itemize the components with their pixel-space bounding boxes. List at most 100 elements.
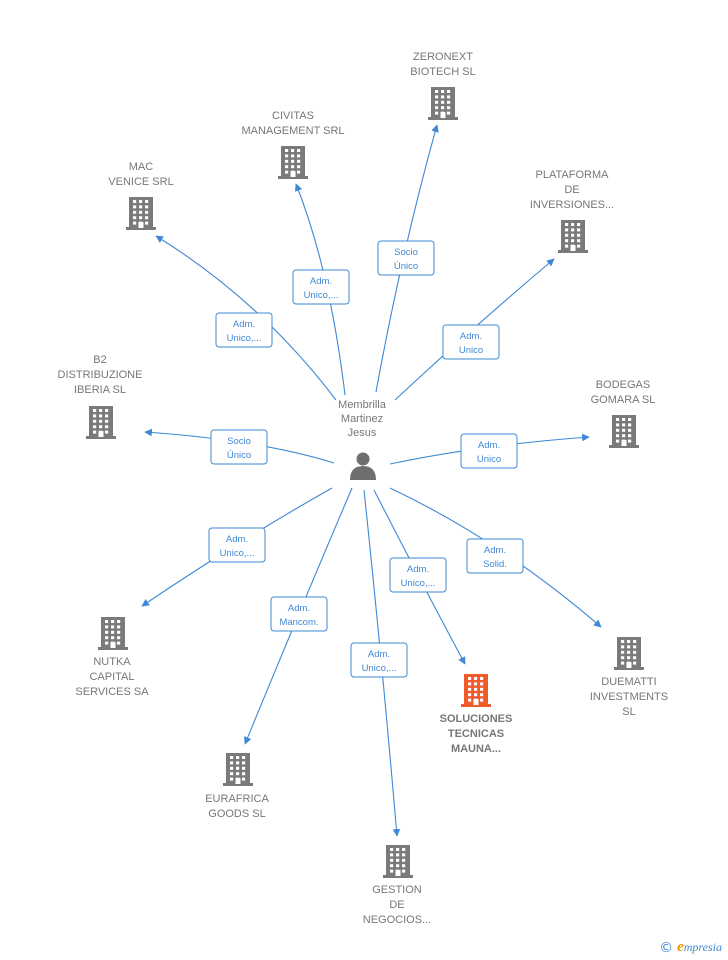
brand-logo-initial: e [677, 939, 684, 955]
node-label-line: GOODS SL [208, 808, 265, 820]
edge-duematti[interactable]: Adm.Solid. [389, 487, 602, 628]
edge-mac[interactable]: Adm. Unico,... [155, 235, 337, 401]
role-badge[interactable]: Adm.Solid. [466, 538, 524, 574]
role-badge[interactable]: Adm.Unico,... [389, 557, 447, 593]
person-name-line: Jesus [348, 427, 377, 439]
role-badge-text: Unico [459, 345, 483, 356]
edge-line [155, 235, 337, 401]
node-label-line: ZERONEXT [413, 51, 473, 63]
edge-civitas[interactable]: Adm. Unico,... [292, 183, 350, 396]
node-label-line: CIVITAS [272, 110, 314, 122]
node-label-line: IBERIA SL [74, 384, 126, 396]
building-icon[interactable] [223, 753, 253, 786]
building-icon[interactable] [86, 406, 116, 439]
role-badge[interactable]: Adm.Unico [442, 324, 500, 360]
role-badge[interactable]: Adm.Unico,... [215, 312, 273, 348]
role-badge-text: Adm. [226, 534, 248, 545]
company-node-plataforma[interactable]: PLATAFORMADEINVERSIONES... [530, 169, 614, 253]
node-label-line: NEGOCIOS... [363, 914, 431, 926]
role-badge[interactable]: Adm. Mancom. [270, 596, 328, 632]
role-badge[interactable]: Adm. Unico,... [208, 527, 266, 563]
role-badge-text: Mancom. [279, 617, 318, 628]
role-badge-box [208, 527, 266, 563]
company-node-soluciones[interactable]: SOLUCIONESTECNICASMAUNA... [440, 674, 513, 755]
building-icon[interactable] [428, 87, 458, 120]
edge-plataforma[interactable]: Adm.Unico [394, 258, 555, 401]
node-label-line: SERVICES SA [75, 686, 149, 698]
role-badge-text: Solid. [483, 559, 507, 570]
node-label-line: EURAFRICA [205, 793, 269, 805]
role-badge-box [215, 312, 273, 348]
role-badge-text: Socio [227, 436, 251, 447]
building-icon[interactable] [126, 197, 156, 230]
node-label-line: GESTION [372, 884, 422, 896]
edge-gestion[interactable]: Adm. Unico,... [350, 489, 408, 837]
edge-nutka[interactable]: Adm. Unico,... [141, 487, 333, 607]
role-badge-text: Adm. [478, 440, 500, 451]
node-label-line: B2 [93, 354, 106, 366]
node-label-line: MAUNA... [451, 743, 501, 755]
node-label-line: SL [622, 706, 635, 718]
role-badge-text: Adm. [288, 603, 310, 614]
role-badge-box [466, 538, 524, 574]
building-icon[interactable] [98, 617, 128, 650]
building-icon[interactable] [461, 674, 491, 707]
role-badge[interactable]: Adm. Unico [460, 433, 518, 469]
role-badge-text: Unico,... [220, 548, 255, 559]
building-icon[interactable] [558, 220, 588, 253]
role-badge-text: Unico,... [362, 663, 397, 674]
company-node-gestion[interactable]: GESTION DE NEGOCIOS... [363, 845, 431, 926]
node-label-line: DE [564, 184, 579, 196]
company-node-eurafrica[interactable]: EURAFRICA GOODS SL [205, 753, 269, 820]
node-label-line: MAC [129, 161, 154, 173]
role-badge-text: Adm. [368, 649, 390, 660]
role-badge-box [350, 642, 408, 678]
role-badge-text: Adm. [310, 276, 332, 287]
role-badge-text: Unico,... [304, 290, 339, 301]
node-label-line: DISTRIBUZIONE [58, 369, 143, 381]
role-badge-text: Unico,... [401, 578, 436, 589]
role-badge-text: Único [394, 261, 418, 272]
role-badge-box [377, 240, 435, 276]
building-icon[interactable] [278, 146, 308, 179]
role-badge[interactable]: Adm. Unico,... [350, 642, 408, 678]
role-badge[interactable]: Adm. Unico,... [292, 269, 350, 305]
node-label-line: GOMARA SL [591, 394, 656, 406]
role-badge-text: Unico [477, 454, 501, 465]
edge-eurafrica[interactable]: Adm. Mancom. [244, 487, 353, 745]
node-label-line: TECNICAS [448, 728, 504, 740]
role-badge-text: Socio [394, 247, 418, 258]
node-label-line: BODEGAS [596, 379, 650, 391]
node-label-line: PLATAFORMA [536, 169, 610, 181]
role-badge-box [460, 433, 518, 469]
node-label-line: DE [389, 899, 404, 911]
node-label-line: MANAGEMENT SRL [241, 125, 344, 137]
company-node-bodegas[interactable]: BODEGAS GOMARA SL [591, 379, 656, 448]
node-label-line: CAPITAL [89, 671, 134, 683]
building-icon[interactable] [609, 415, 639, 448]
edge-soluciones[interactable]: Adm.Unico,... [373, 489, 466, 665]
role-badge-box [270, 596, 328, 632]
company-node-civitas[interactable]: CIVITAS MANAGEMENT SRL [241, 110, 345, 179]
person-icon[interactable] [350, 452, 376, 481]
copyright-icon: © [659, 939, 674, 956]
role-badge-box [389, 557, 447, 593]
role-badge-box [442, 324, 500, 360]
role-badge-box [292, 269, 350, 305]
person-name-line: Martinez [341, 413, 383, 425]
building-icon[interactable] [614, 637, 644, 670]
building-icon[interactable] [383, 845, 413, 878]
brand-footer[interactable]: © e mpresia [659, 939, 722, 956]
role-badge-text: Unico,... [227, 333, 262, 344]
edge-bodegas[interactable]: Adm. Unico [389, 433, 590, 469]
